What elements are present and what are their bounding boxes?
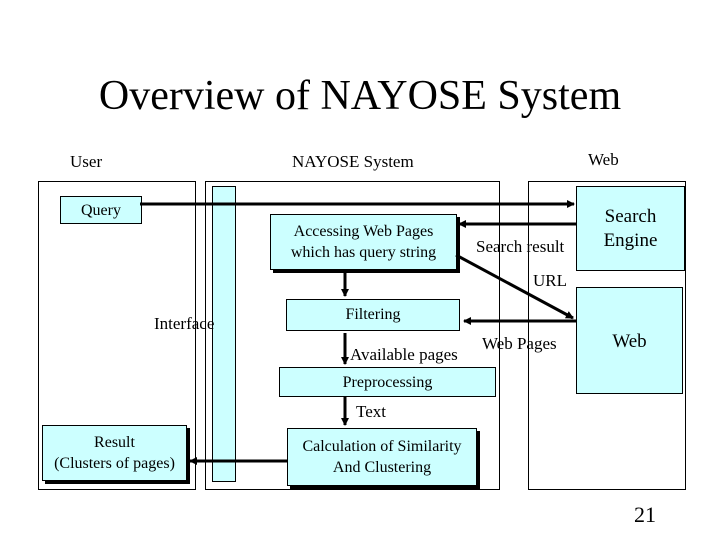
search-engine-line-1: Search	[604, 205, 657, 227]
result-line-1: Result	[94, 434, 135, 451]
calc-line-1: Calculation of Similarity	[302, 438, 462, 455]
result-line-2: (Clusters of pages)	[54, 455, 175, 472]
page-number: 21	[634, 502, 656, 527]
search-result-label: Search result	[476, 237, 565, 256]
url-label: URL	[533, 271, 567, 290]
query-label: Query	[81, 201, 121, 219]
column-label-user: User	[70, 152, 103, 171]
calculation-box: Calculation of Similarity And Clustering	[287, 428, 477, 486]
web-pages-label: Web Pages	[482, 334, 557, 353]
preprocessing-label: Preprocessing	[342, 373, 433, 391]
filtering-box: Filtering	[286, 299, 460, 331]
accessing-web-pages-box: Accessing Web Pages which has query stri…	[270, 214, 457, 270]
query-box: Query	[60, 196, 142, 224]
interface-bar	[212, 186, 236, 482]
search-engine-box: Search Engine	[576, 186, 685, 271]
text-label: Text	[356, 402, 386, 421]
preprocessing-box: Preprocessing	[279, 367, 496, 397]
accessing-line-1: Accessing Web Pages	[293, 223, 434, 240]
accessing-line-2: which has query string	[290, 244, 437, 261]
available-pages-label: Available pages	[350, 345, 458, 364]
arrow-url	[455, 253, 574, 320]
interface-label: Interface	[154, 314, 215, 333]
search-engine-line-2: Engine	[603, 229, 658, 251]
page-title: Overview of NAYOSE System	[98, 73, 622, 119]
web-label: Web	[612, 331, 647, 352]
filtering-label: Filtering	[345, 306, 401, 323]
column-label-nayose: NAYOSE System	[292, 152, 414, 171]
calc-line-2: And Clustering	[332, 459, 432, 476]
web-box: Web	[576, 287, 683, 394]
result-box: Result (Clusters of pages)	[42, 425, 187, 481]
column-label-web: Web	[588, 150, 619, 169]
